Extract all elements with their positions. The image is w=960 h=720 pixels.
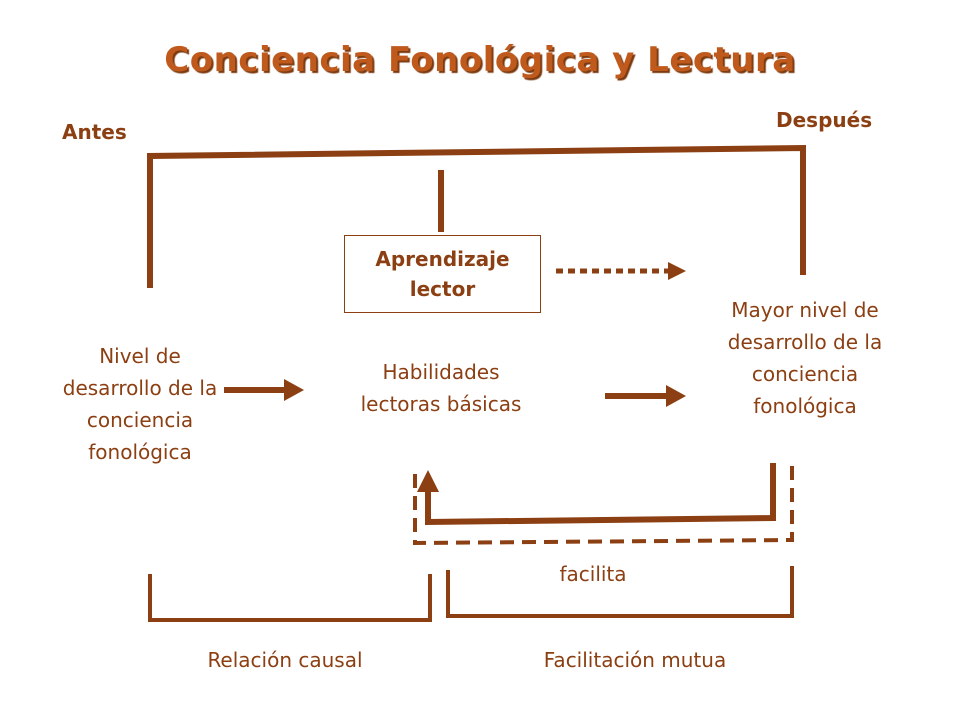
feedback-arrowhead <box>417 470 439 492</box>
label-nivel-desarrollo: Nivel de desarrollo de la conciencia fon… <box>62 344 218 464</box>
label-facilita: facilita <box>559 562 627 586</box>
bottom-bracket-mutua <box>446 566 794 618</box>
label-despues: Después <box>776 108 873 132</box>
label-mayor-nivel: Mayor nivel de desarrollo de la concienc… <box>727 298 883 418</box>
feedback-arrow-solid <box>425 463 776 526</box>
top-bracket <box>147 144 806 288</box>
arrowhead-2 <box>666 385 686 407</box>
label-facilitacion-mutua: Facilitación mutua <box>543 648 727 672</box>
aprendizaje-lector-label: Aprendizaje lector <box>375 247 510 301</box>
label-habilidades: Habilidades lectoras básicas <box>360 360 522 416</box>
page-title: Conciencia Fonológica y Lectura <box>164 40 796 80</box>
arrowhead-1 <box>284 379 304 401</box>
feedback-line-dashed <box>413 466 794 546</box>
bottom-bracket-causal <box>148 574 432 622</box>
label-relacion-causal: Relación causal <box>207 648 363 672</box>
aprendizaje-lector-box: Aprendizaje lector <box>344 235 541 313</box>
dotted-arrowhead <box>668 262 686 280</box>
label-antes: Antes <box>62 120 127 144</box>
